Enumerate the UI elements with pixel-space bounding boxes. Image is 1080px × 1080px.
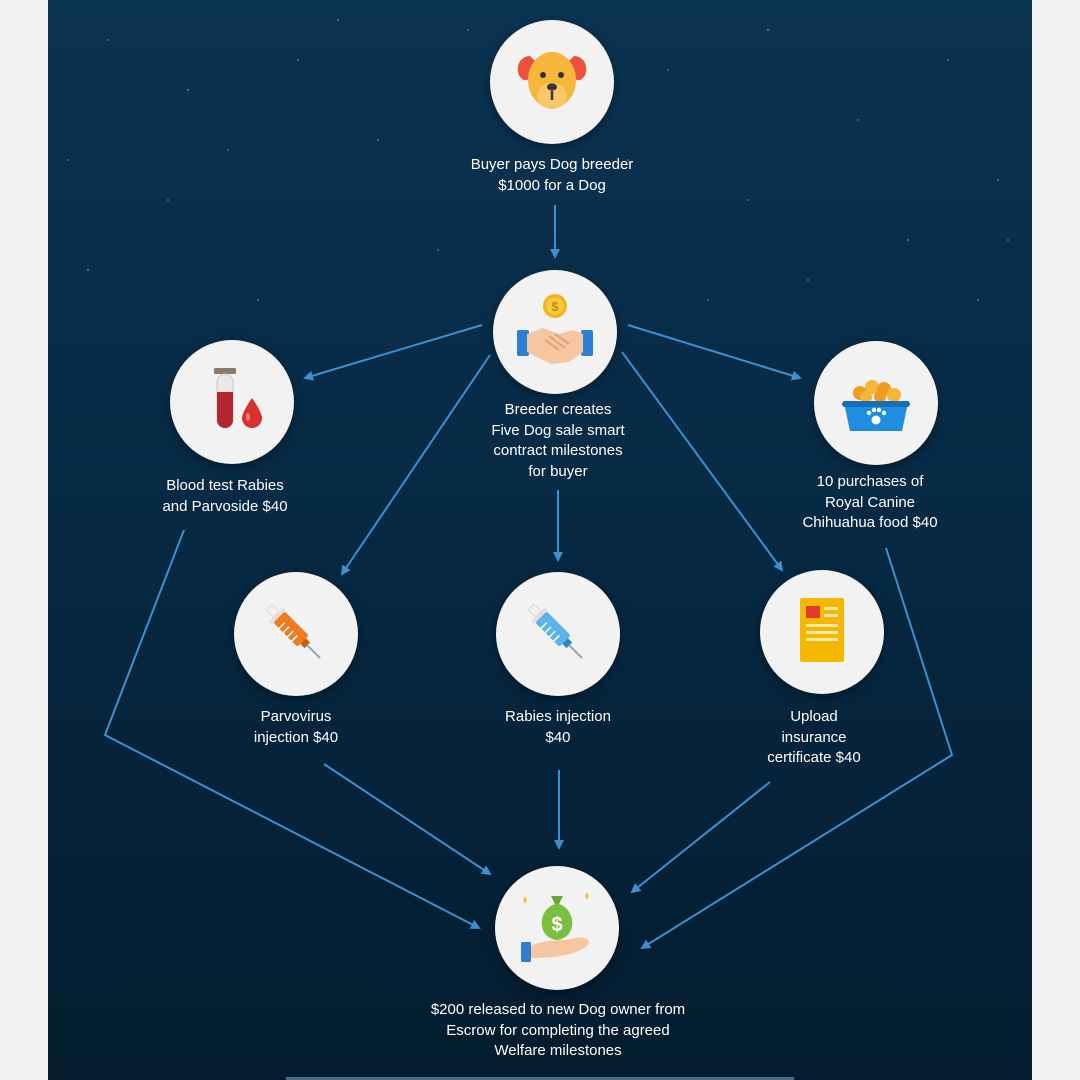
rabies-node	[496, 572, 620, 696]
breeder-node: $	[493, 270, 617, 394]
blood-test-tube-icon	[214, 368, 262, 429]
food-label: 10 purchases of Royal Canine Chihuahua f…	[802, 473, 938, 531]
orange-syringe-icon	[265, 603, 321, 659]
flow-arrows	[103, 205, 954, 950]
arrow-food-to-escrow	[640, 547, 954, 950]
blood-test-label: Blood test Rabies and Parvoside $40	[162, 477, 288, 515]
insurance-label: Upload insurance certificate $40	[767, 708, 861, 766]
buyer-node	[490, 20, 614, 144]
insurance-node	[760, 570, 884, 694]
food-node	[814, 341, 938, 465]
blue-syringe-icon	[527, 603, 583, 659]
dog-face-icon	[517, 52, 587, 109]
money-bag-hand-icon: $	[521, 892, 590, 962]
parvovirus-label: Parvovirus injection $40	[253, 708, 339, 746]
arrow-parvovirus-to-escrow	[323, 763, 492, 876]
handshake-coin-icon: $	[517, 294, 593, 364]
svg-text:$: $	[551, 914, 562, 936]
starfield-background	[67, 19, 1009, 301]
arrow-breeder-to-food	[627, 324, 802, 381]
arrow-breeder-to-insurance	[621, 351, 784, 572]
insurance-document-icon	[800, 598, 844, 662]
svg-text:$: $	[551, 299, 559, 314]
arrow-blood-test-to-escrow	[103, 529, 481, 929]
buyer-label: Buyer pays Dog breeder $1000 for a Dog	[470, 156, 634, 194]
breeder-label: Breeder creates Five Dog sale smart cont…	[491, 401, 625, 480]
arrow-insurance-to-escrow	[630, 781, 771, 894]
blood-test-node	[170, 340, 294, 464]
dog-food-bowl-icon	[842, 380, 910, 431]
escrow-node: $	[495, 866, 619, 990]
escrow-label: $200 released to new Dog owner from Escr…	[430, 1001, 686, 1059]
diagram-panel: Buyer pays Dog breeder $1000 for a Dog $…	[48, 0, 1032, 1080]
bottom-divider	[286, 1077, 794, 1080]
arrow-breeder-to-blood-test	[303, 324, 483, 381]
arrow-breeder-to-parvovirus	[340, 354, 491, 576]
parvovirus-node	[234, 572, 358, 696]
rabies-label: Rabies injection $40	[505, 708, 611, 746]
